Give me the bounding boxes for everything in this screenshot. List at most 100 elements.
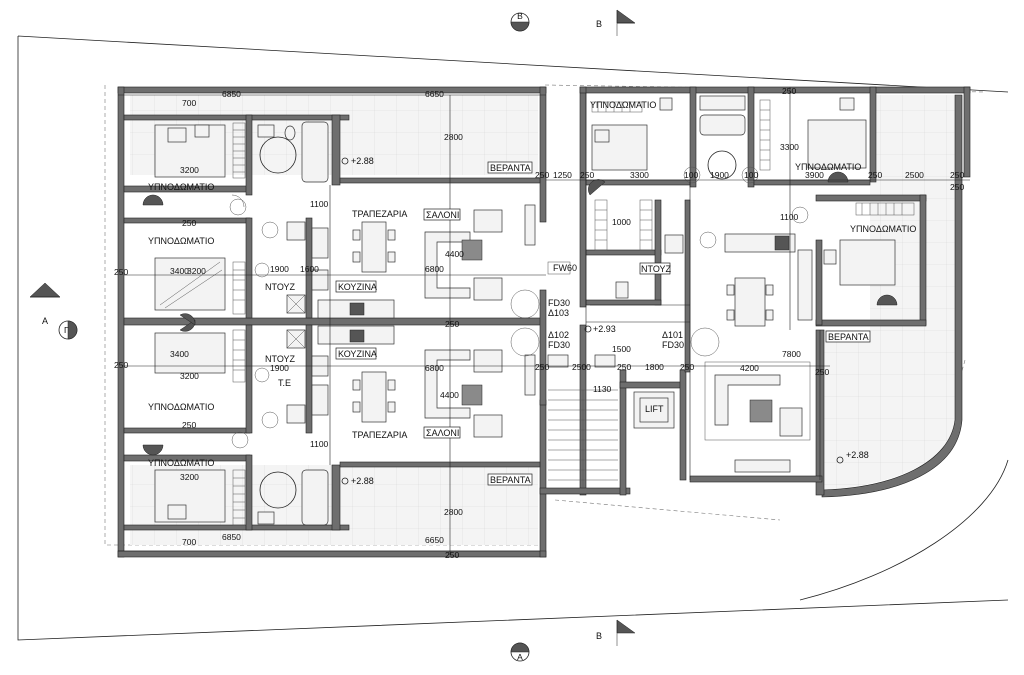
- dim-250-a: 250: [535, 170, 549, 180]
- plot-boundary: [17, 35, 1009, 641]
- dimension-labels: 700 6850 6650 2800 3200 1100 4400 6800 3…: [114, 86, 964, 560]
- dimension-lines: [118, 87, 970, 555]
- dim-3200-bottom: 3200: [180, 472, 199, 482]
- dim-3400-bottom: 3400: [170, 349, 189, 359]
- room-veranda-bottom: ΒΕΡΑΝΤΑ: [490, 475, 531, 485]
- dim-250-top-right: 250: [782, 86, 796, 96]
- section-marker-top: Β Β: [510, 9, 636, 36]
- dim-250-f: 250: [535, 362, 549, 372]
- dim-6800-top: 6800: [425, 264, 444, 274]
- dim-250-g: 250: [617, 362, 631, 372]
- dim-1900-right: 1900: [710, 170, 729, 180]
- dim-3200-mid-top: 3200: [187, 266, 206, 276]
- dim-1800: 1800: [645, 362, 664, 372]
- door-tag-d103: Δ103: [548, 308, 569, 318]
- dim-100-b: 100: [744, 170, 758, 180]
- room-labels: ΥΠΝΟΔΩΜΑΤΙΟ ΥΠΝΟΔΩΜΑΤΙΟ ΥΠΝΟΔΩΜΑΤΙΟ ΥΠΝΟ…: [148, 100, 916, 486]
- door-tag-d102: Δ102: [548, 330, 569, 340]
- dim-250-h: 250: [680, 362, 694, 372]
- room-veranda-right: ΒΕΡΑΝΤΑ: [828, 332, 869, 342]
- room-veranda-top: ΒΕΡΑΝΤΑ: [490, 163, 531, 173]
- room-dining-bottom: ΤΡΑΠΕΖΑΡΙΑ: [352, 430, 407, 440]
- dim-1100-top: 1100: [310, 199, 329, 209]
- room-bedroom-4: ΥΠΝΟΔΩΜΑΤΙΟ: [148, 458, 214, 468]
- dim-6850-top: 6850: [222, 89, 241, 99]
- dim-6800-bottom: 6800: [425, 363, 444, 373]
- room-bedroom-6: ΥΠΝΟΔΩΜΑΤΙΟ: [795, 162, 861, 172]
- dim-6650-bottom: 6650: [425, 535, 444, 545]
- level-bottom-left: +2.88: [351, 476, 374, 486]
- level-core: +2.93: [593, 324, 616, 334]
- level-top-left: +2.88: [351, 156, 374, 166]
- dim-3300-left: 3300: [630, 170, 649, 180]
- label-fd30-b: FD30: [548, 340, 570, 350]
- room-wc-right: ΝΤΟΥΖ: [641, 264, 672, 274]
- door-tags: Δ103 Δ102 Δ101: [548, 308, 683, 340]
- dim-3300-right: 3300: [780, 142, 799, 152]
- dim-250-left-top: 250: [114, 267, 128, 277]
- dim-3400-top: 3400: [170, 266, 189, 276]
- room-wc-top: ΝΤΟΥΖ: [265, 282, 296, 292]
- left-block-walls: [117, 86, 547, 558]
- dim-1100-bottom: 1100: [310, 439, 329, 449]
- dim-700-bottom: 700: [182, 537, 196, 547]
- dim-1600-top: 1600: [300, 264, 319, 274]
- dim-6850-bottom: 6850: [222, 532, 241, 542]
- room-dining-top: ΤΡΑΠΕΖΑΡΙΑ: [352, 209, 407, 219]
- dim-700-top: 700: [182, 98, 196, 108]
- label-fw60: FW60: [553, 263, 577, 273]
- room-lift: LIFT: [645, 404, 664, 414]
- dim-4400-top: 4400: [445, 249, 464, 259]
- section-label-bottom: Β: [596, 631, 602, 641]
- room-living-bottom: ΣΑΛΟΝΙ: [426, 428, 459, 438]
- dim-250-center: 250: [445, 319, 459, 329]
- section-marker-bottom-label: Α: [517, 652, 523, 662]
- dim-1100-right: 1100: [780, 212, 799, 222]
- door-tag-d101: Δ101: [662, 330, 683, 340]
- dim-3200-mid-bottom: 3200: [180, 371, 199, 381]
- dim-250-bottom: 250: [445, 550, 459, 560]
- right-block-furniture: [588, 95, 915, 473]
- label-fd30-c: FD30: [662, 340, 684, 350]
- room-bedroom-5: ΥΠΝΟΔΩΜΑΤΙΟ: [590, 100, 656, 110]
- dim-3900: 3900: [805, 170, 824, 180]
- dim-250-mid-b: 250: [182, 420, 196, 430]
- section-marker-top-label: Β: [517, 11, 523, 21]
- dim-250-left-bottom: 250: [114, 360, 128, 370]
- room-bedroom-7: ΥΠΝΟΔΩΜΑΤΙΟ: [850, 224, 916, 234]
- dim-3200-top: 3200: [180, 165, 199, 175]
- section-label-left: Α: [42, 316, 48, 326]
- dim-1000: 1000: [612, 217, 631, 227]
- section-marker-left-label: Γ: [64, 325, 69, 335]
- dim-2500-core: 2500: [572, 362, 591, 372]
- dim-2800-bottom: 2800: [444, 507, 463, 517]
- plot-boundary-curve: [799, 459, 1009, 601]
- section-marker-left: Α Γ: [29, 282, 78, 340]
- dim-2800-top: 2800: [444, 132, 463, 142]
- dim-250-mid-a: 250: [182, 218, 196, 228]
- veranda-right: [822, 95, 955, 490]
- room-bedroom-1: ΥΠΝΟΔΩΜΑΤΙΟ: [148, 182, 214, 192]
- dim-1250: 1250: [553, 170, 572, 180]
- room-te: Τ.Ε: [278, 378, 291, 388]
- section-label-top: Β: [596, 19, 602, 29]
- dim-7800: 7800: [782, 349, 801, 359]
- level-marks: +2.88 +2.88 +2.93 +2.88: [341, 156, 869, 486]
- dim-250-d: 250: [950, 170, 964, 180]
- room-bedroom-3: ΥΠΝΟΔΩΜΑΤΙΟ: [148, 402, 214, 412]
- dim-1900-top: 1900: [270, 264, 289, 274]
- dim-4400-bottom: 4400: [440, 390, 459, 400]
- room-wc-bottom: ΝΤΟΥΖ: [265, 354, 296, 364]
- room-kitchen-bottom: ΚΟΥΖΙΝΑ: [338, 349, 377, 359]
- dim-2500-right: 2500: [905, 170, 924, 180]
- dim-100-a: 100: [684, 170, 698, 180]
- dim-1500: 1500: [612, 344, 631, 354]
- dim-250-e: 250: [950, 182, 964, 192]
- room-bedroom-2: ΥΠΝΟΔΩΜΑΤΙΟ: [148, 236, 214, 246]
- room-kitchen-top: ΚΟΥΖΙΝΑ: [338, 282, 377, 292]
- dim-4200: 4200: [740, 363, 759, 373]
- dim-1900-bottom: 1900: [270, 363, 289, 373]
- room-living-top: ΣΑΛΟΝΙ: [426, 210, 459, 220]
